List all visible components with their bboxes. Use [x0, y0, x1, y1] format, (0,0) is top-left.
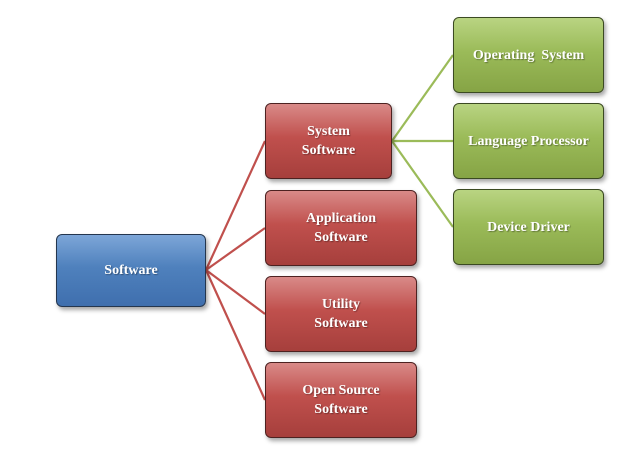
node-utility-software-label: Utility Software	[314, 297, 368, 331]
connector-system-to-os	[391, 54, 454, 142]
node-software: Software	[56, 234, 206, 307]
node-system-software-label: System Software	[301, 124, 356, 158]
connector-system-to-driver	[391, 140, 454, 228]
node-language-processor: Language Processor	[453, 103, 604, 179]
node-operating-system-label: Operating System	[472, 47, 585, 63]
node-device-driver: Device Driver	[453, 189, 604, 265]
node-application-software-label: Application Software	[305, 211, 376, 245]
connector-software-to-opensource	[204, 269, 267, 401]
node-utility-software: Utility Software	[265, 276, 417, 352]
connector-software-to-utility	[205, 269, 266, 315]
node-operating-system: Operating System	[453, 17, 604, 93]
node-open-source-software-label: Open Source Software	[302, 383, 380, 417]
node-language-processor-label: Language Processor	[468, 133, 589, 149]
node-device-driver-label: Device Driver	[487, 219, 570, 235]
node-application-software: Application Software	[265, 190, 417, 266]
connector-software-to-system	[204, 140, 267, 271]
node-open-source-software: Open Source Software	[265, 362, 417, 438]
node-software-label: Software	[104, 263, 158, 278]
node-system-software: System Software	[265, 103, 392, 179]
connector-software-to-application	[205, 227, 266, 271]
